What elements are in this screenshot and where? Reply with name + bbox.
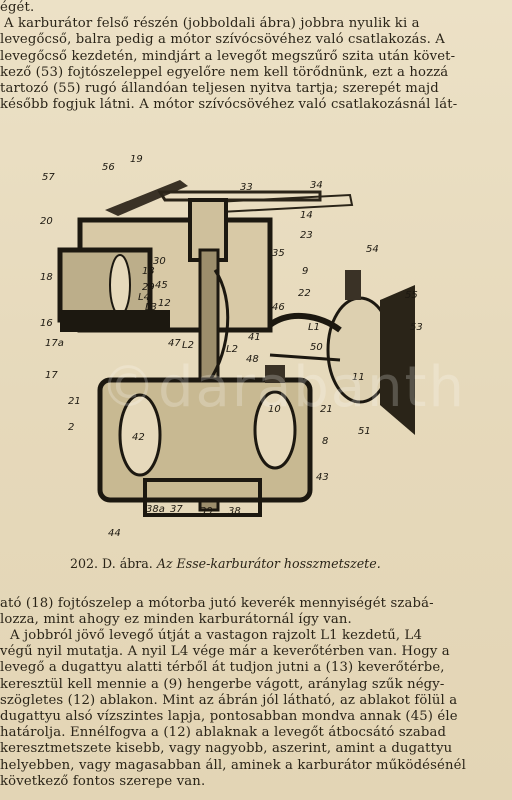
spring xyxy=(345,270,361,300)
text-line: szögletes (12) ablakon. Mint az ábrán jó… xyxy=(0,692,458,708)
text-line: levegőcső kezdetén, mindjárt a levegőt m… xyxy=(0,48,456,64)
text-line: keresztül kell mennie a (9) hengerbe vág… xyxy=(0,676,445,692)
label-30: 30 xyxy=(153,256,166,267)
text-line: levegőcső, balra pedig a mótor szívócsöv… xyxy=(0,32,445,48)
bowl-base xyxy=(143,478,262,517)
label-20: 20 xyxy=(40,216,53,227)
label-12: 12 xyxy=(158,298,171,309)
label-L2a: L2 xyxy=(182,340,194,351)
label-L2b: L2 xyxy=(226,344,238,355)
label-10: 10 xyxy=(268,404,281,415)
label-22: 22 xyxy=(298,288,311,299)
text-line: kező (53) fojtószeleppel egyelőre nem ke… xyxy=(0,64,449,80)
flange xyxy=(60,310,170,332)
top-paragraph: égét. A karburátor felső részén (jobbold… xyxy=(0,0,504,113)
float-left xyxy=(118,393,162,477)
text-line: ató (18) fojtószelep a mótorba jutó keve… xyxy=(0,596,434,611)
text-line: határolja. Ennélfogva a (12) ablaknak a … xyxy=(0,725,447,741)
air-duct-lower xyxy=(269,353,341,362)
label-23: 23 xyxy=(300,230,313,241)
label-50: 50 xyxy=(310,342,323,353)
air-duct xyxy=(268,312,342,333)
text-line: levegő a dugattyu alatti térből át tudjo… xyxy=(0,660,445,676)
label-47: 47 xyxy=(168,338,181,349)
label-51: 51 xyxy=(358,426,371,437)
label-54: 54 xyxy=(366,244,379,255)
label-34: 34 xyxy=(310,180,323,191)
label-11: 11 xyxy=(352,372,365,383)
label-21a: 21 xyxy=(68,396,81,407)
label-L3: L3 xyxy=(145,302,157,313)
throttle-lever xyxy=(105,180,188,216)
piston-chamber xyxy=(188,198,228,262)
label-57: 57 xyxy=(42,172,55,183)
bottom-paragraph-2: A jobbról jövő levegő útját a vastagon r… xyxy=(0,628,504,790)
bottom-paragraph-1: ató (18) fojtószelep a mótorba jutó keve… xyxy=(0,596,504,628)
label-38: 38 xyxy=(228,506,241,517)
flow-arrow xyxy=(208,269,230,381)
label-37: 37 xyxy=(170,504,183,515)
label-13: 13 xyxy=(142,266,155,277)
lever-arm xyxy=(157,190,322,202)
label-14: 14 xyxy=(300,210,313,221)
label-42: 42 xyxy=(132,432,145,443)
text-line: helyebben, vagy magasabban áll, aminek a… xyxy=(0,757,466,773)
intake-tube xyxy=(57,247,153,323)
text-line: keresztmetszete kisebb, vagy nagyobb, as… xyxy=(0,741,453,757)
text-line: dugattyu alsó vízszintes lapja, pontosab… xyxy=(0,709,458,725)
text-line: A jobbról jövő levegő útját a vastagon r… xyxy=(10,628,422,643)
label-21b: 21 xyxy=(320,404,333,415)
label-48: 48 xyxy=(246,354,259,365)
label-33: 33 xyxy=(240,182,253,193)
label-38a: 38a xyxy=(146,504,165,515)
text-line: lozza, mint ahogy ez minden karburátorná… xyxy=(0,612,352,628)
label-29: 29 xyxy=(142,282,155,293)
text-line: A karburátor felső részén (jobboldali áb… xyxy=(4,16,420,32)
text-line: tartozó (55) rugó állandóan teljesen nyi… xyxy=(0,81,439,97)
label-53: 53 xyxy=(410,322,423,333)
throttle-disc xyxy=(109,254,131,316)
label-L4: L4 xyxy=(138,292,150,303)
label-41: 41 xyxy=(248,332,261,343)
label-35: 35 xyxy=(272,248,285,259)
label-18: 18 xyxy=(40,272,53,283)
label-46: 46 xyxy=(272,302,285,313)
label-39: 39 xyxy=(200,506,213,517)
cap-screw xyxy=(265,365,285,383)
label-17a: 17a xyxy=(45,338,64,349)
label-45: 45 xyxy=(155,280,168,291)
float-right xyxy=(253,390,297,470)
text-line: égét. xyxy=(0,0,35,15)
label-19: 19 xyxy=(130,154,143,165)
caption-title: Az Esse-karburátor hosszmetszete. xyxy=(156,556,381,571)
text-line: következő fontos szerepe van. xyxy=(0,773,206,789)
text-line: később fogjuk látni. A mótor szívócsövéh… xyxy=(0,97,458,113)
figure-caption: 202. D. ábra. Az Esse-karburátor hosszme… xyxy=(70,556,490,571)
text-line: végű nyil mutatja. A nyil L4 vége már a … xyxy=(0,644,450,660)
label-8: 8 xyxy=(322,436,328,447)
label-16: 16 xyxy=(40,318,53,329)
label-56: 56 xyxy=(102,162,115,173)
label-17: 17 xyxy=(45,370,58,381)
label-44: 44 xyxy=(108,528,121,539)
caption-number: 202. D. ábra. xyxy=(70,556,153,571)
carburetor-diagram: 57 56 19 33 34 20 14 23 35 9 18 13 29 30… xyxy=(40,154,423,539)
label-2: 2 xyxy=(68,422,74,433)
label-9: 9 xyxy=(302,266,308,277)
top-pipe xyxy=(213,193,354,214)
label-L1: L1 xyxy=(308,322,320,333)
label-55: 55 xyxy=(405,290,418,301)
label-43: 43 xyxy=(316,472,329,483)
filter-cone xyxy=(380,285,415,435)
